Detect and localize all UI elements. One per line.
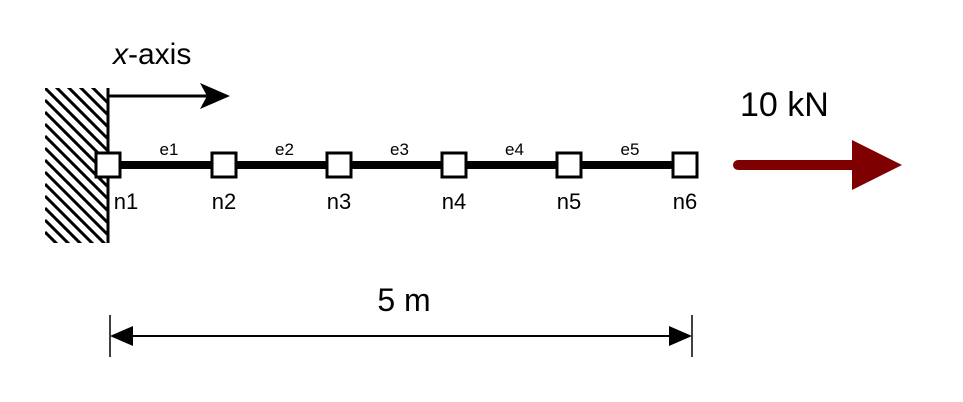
- hatch-line: [45, 242, 47, 243]
- node-marker-n1: [94, 151, 122, 179]
- node-marker-n4: [440, 151, 468, 179]
- force-label: 10 kN: [740, 86, 829, 124]
- hatch-line: [45, 88, 108, 153]
- node-marker-n3: [325, 151, 353, 179]
- support-hatching: [45, 88, 108, 379]
- hatch-line: [45, 206, 83, 243]
- x-axis-label-italic: x: [111, 38, 129, 71]
- hatch-line: [45, 134, 108, 201]
- hatch-line: [54, 88, 108, 141]
- element-label-e5: e5: [621, 140, 640, 159]
- hatch-line: [45, 230, 59, 243]
- node-label-n5: n5: [557, 189, 581, 214]
- force-arrow-head: [852, 140, 902, 190]
- element-labels: e1 e2 e3 e4 e5: [160, 140, 640, 159]
- fixed-support: [45, 88, 110, 379]
- hatch-line: [45, 316, 108, 379]
- applied-force: [733, 140, 902, 190]
- node-label-n2: n2: [212, 189, 236, 214]
- node-marker-n5: [555, 151, 583, 179]
- hatch-line: [45, 256, 108, 319]
- dimension-arrowhead-left: [110, 326, 133, 346]
- hatch-line: [45, 158, 108, 225]
- hatch-line: [45, 182, 107, 243]
- node-label-n3: n3: [327, 189, 351, 214]
- x-axis-label: x-axis: [111, 38, 191, 71]
- hatch-line: [45, 146, 108, 213]
- hatch-line: [78, 88, 108, 117]
- hatch-line: [45, 268, 108, 331]
- dimension-label: 5 m: [377, 282, 430, 318]
- hatch-line: [45, 194, 95, 243]
- node-label-n6: n6: [673, 189, 697, 214]
- element-label-e1: e1: [160, 140, 179, 159]
- hatch-line: [45, 170, 108, 237]
- dimension-arrowhead-right: [669, 326, 692, 346]
- hatch-line: [90, 88, 108, 105]
- x-axis-label-rest: -axis: [128, 38, 191, 71]
- node-label-n1: n1: [114, 189, 138, 214]
- node-marker-n6: [671, 151, 699, 179]
- element-label-e3: e3: [390, 140, 409, 159]
- nodes: n1 n2 n3 n4 n5 n6: [94, 151, 699, 214]
- hatch-line: [45, 292, 108, 355]
- hatch-line: [45, 218, 71, 243]
- node-marker-n2: [210, 151, 238, 179]
- hatch-line: [66, 88, 108, 129]
- x-axis-arrow: [106, 83, 230, 120]
- dimension-line: [109, 315, 693, 357]
- element-label-e4: e4: [505, 140, 524, 159]
- element-label-e2: e2: [275, 140, 294, 159]
- hatch-line: [45, 280, 108, 343]
- hatch-line: [45, 304, 108, 367]
- node-label-n4: n4: [442, 189, 466, 214]
